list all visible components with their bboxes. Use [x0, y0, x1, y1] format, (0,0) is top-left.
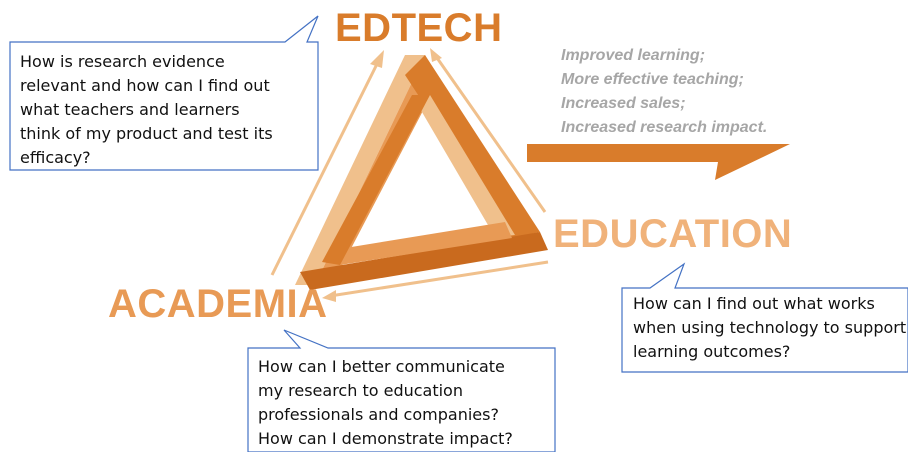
arrow-to-academia [322, 290, 336, 302]
question-line: learning outcomes? [633, 342, 791, 361]
question-line: efficacy? [20, 148, 91, 167]
education-question-callout [621, 262, 908, 373]
question-line: my research to education [258, 381, 463, 400]
arrow-from-edtech [430, 48, 442, 62]
question-line: How can I find out what works [633, 294, 875, 313]
question-line: what teachers and learners [20, 100, 240, 119]
education-label: EDUCATION [553, 212, 793, 256]
question-line: relevant and how can I find out [20, 76, 270, 95]
triangle-bottom-inner [333, 222, 512, 265]
edtech-question-callout [9, 15, 319, 171]
arrow-to-edtech [370, 50, 384, 68]
outcome-arrow [527, 144, 790, 180]
triangle-right-face [405, 55, 540, 238]
outcome-item: Increased sales; [561, 95, 686, 112]
question-line: think of my product and test its [20, 124, 273, 143]
triangle-inner-left [322, 95, 430, 265]
question-line: professionals and companies? [258, 405, 499, 424]
education-question-text: How can I find out what works when using… [633, 292, 908, 364]
edtech-label: EDTECH [335, 6, 503, 50]
question-line: How can I demonstrate impact? [258, 429, 513, 448]
outcome-item: Improved learning; [561, 47, 706, 64]
question-line: How can I better communicate [258, 357, 505, 376]
academia-label: ACADEMIA [108, 282, 328, 326]
outcome-item: More effective teaching; [561, 71, 744, 88]
outcome-item: Increased research impact. [561, 119, 768, 136]
triangle-inner-right [412, 95, 515, 237]
question-line: when using technology to support [633, 318, 907, 337]
academia-question-text: How can I better communicate my research… [258, 355, 558, 451]
cycle-arrows [270, 48, 549, 302]
edtech-question-text: How is research evidence relevant and ho… [20, 50, 310, 170]
triangle-left-face [295, 55, 425, 285]
question-line: How is research evidence [20, 52, 225, 71]
triangle-bottom-face [300, 232, 548, 290]
outcomes-list: Improved learning; More effective teachi… [561, 44, 767, 140]
penrose-triangle [295, 55, 548, 290]
academia-question-callout [247, 329, 556, 452]
